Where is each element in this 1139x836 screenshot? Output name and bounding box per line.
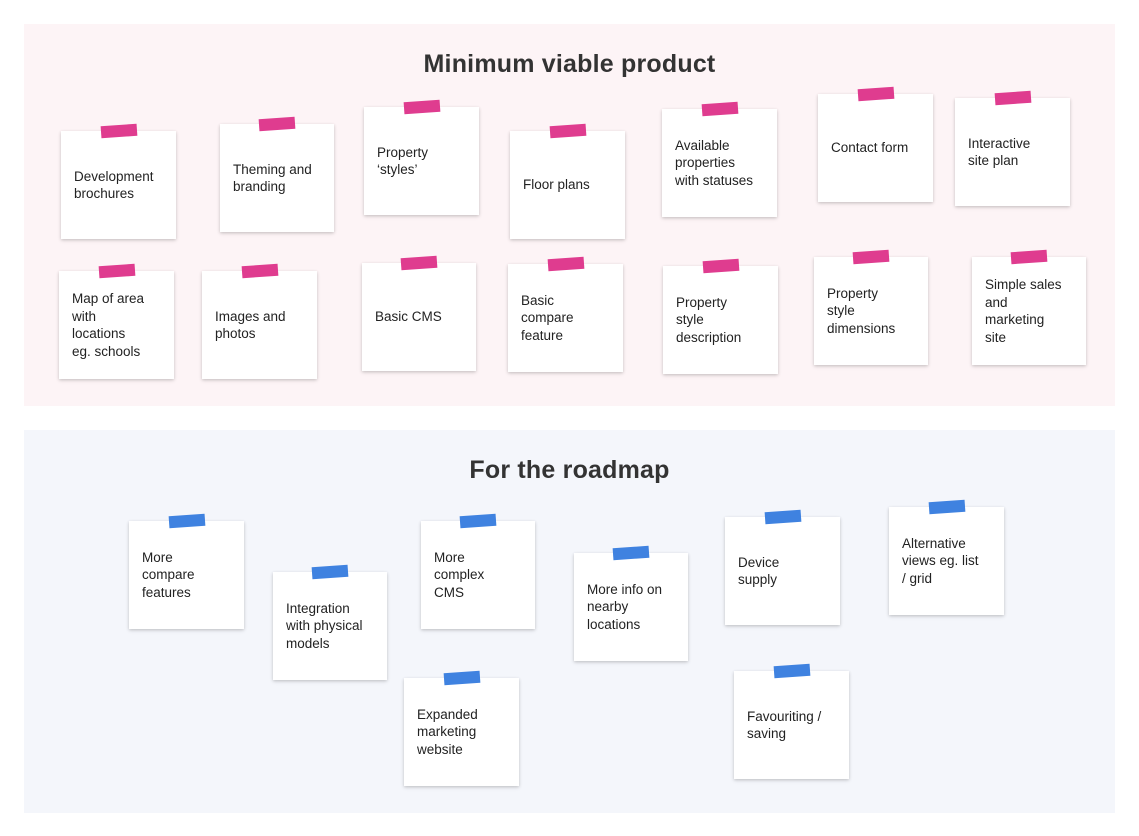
mvp-board: Minimum viable product Development broch… bbox=[24, 24, 1115, 406]
sticky-note[interactable]: Property ‘styles’ bbox=[364, 99, 479, 215]
sticky-note[interactable]: Device supply bbox=[725, 509, 840, 625]
note-text: Property style dimensions bbox=[827, 285, 896, 336]
note-text: Basic compare feature bbox=[521, 292, 574, 343]
sticky-note[interactable]: Expanded marketing website bbox=[404, 670, 519, 786]
sticky-note[interactable]: More complex CMS bbox=[421, 513, 535, 629]
note-text: Interactive site plan bbox=[968, 135, 1031, 169]
note-text: Integration with physical models bbox=[286, 600, 363, 651]
sticky-note[interactable]: Development brochures bbox=[61, 123, 176, 239]
note-text: Basic CMS bbox=[375, 309, 442, 325]
sticky-note[interactable]: Theming and branding bbox=[220, 116, 334, 232]
sticky-note[interactable]: Favouriting / saving bbox=[734, 663, 849, 779]
mvp-board-title: Minimum viable product bbox=[423, 50, 716, 78]
note-text: More complex CMS bbox=[434, 549, 485, 600]
sticky-note[interactable]: Property style description bbox=[663, 258, 778, 374]
note-text: Available properties with statuses bbox=[675, 137, 754, 188]
sticky-note[interactable]: Interactive site plan bbox=[955, 90, 1070, 206]
note-text: Map of area with locations eg. schools bbox=[72, 291, 145, 359]
sticky-note[interactable]: Property style dimensions bbox=[814, 249, 928, 365]
note-text: Favouriting / saving bbox=[747, 708, 822, 742]
note-text: Property ‘styles’ bbox=[377, 144, 429, 178]
sticky-note[interactable]: Alternative views eg. list / grid bbox=[889, 499, 1004, 615]
note-text: Expanded marketing website bbox=[417, 706, 478, 757]
roadmap-board: For the roadmap More compare features In… bbox=[24, 430, 1115, 813]
note-text: More compare features bbox=[142, 549, 195, 600]
note-text: Images and photos bbox=[215, 308, 286, 342]
note-text: Development brochures bbox=[74, 168, 154, 202]
note-text: Floor plans bbox=[523, 177, 590, 193]
note-text: Device supply bbox=[738, 554, 780, 588]
sticky-note[interactable]: Images and photos bbox=[202, 263, 317, 379]
sticky-note[interactable]: Map of area with locations eg. schools bbox=[59, 263, 174, 379]
sticky-note[interactable]: Contact form bbox=[818, 86, 933, 202]
note-text: Simple sales and marketing site bbox=[985, 277, 1062, 345]
roadmap-board-title: For the roadmap bbox=[469, 456, 670, 484]
note-text: Contact form bbox=[831, 140, 909, 156]
note-text: Alternative views eg. list / grid bbox=[902, 535, 979, 586]
sticky-note[interactable]: Floor plans bbox=[510, 123, 625, 239]
sticky-note[interactable]: More compare features bbox=[129, 513, 244, 629]
note-text: Property style description bbox=[676, 294, 742, 345]
sticky-note[interactable]: Basic CMS bbox=[362, 255, 476, 371]
sticky-note[interactable]: Integration with physical models bbox=[273, 564, 387, 680]
sticky-note[interactable]: More info on nearby locations bbox=[574, 545, 688, 661]
sticky-note[interactable]: Available properties with statuses bbox=[662, 101, 777, 217]
sticky-note[interactable]: Simple sales and marketing site bbox=[972, 249, 1086, 365]
note-text: Theming and branding bbox=[233, 161, 312, 195]
sticky-note[interactable]: Basic compare feature bbox=[508, 256, 623, 372]
note-text: More info on nearby locations bbox=[587, 581, 663, 632]
